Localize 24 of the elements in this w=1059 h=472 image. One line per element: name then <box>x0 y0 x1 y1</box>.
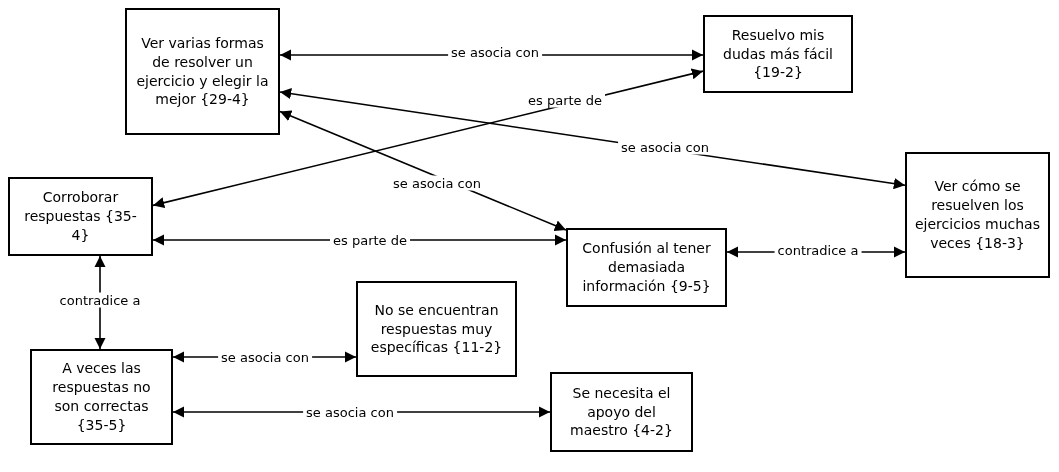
edge-label: es parte de <box>525 92 605 108</box>
concept-box <box>30 349 173 445</box>
concept-box <box>703 15 853 93</box>
edge-label: se asocia con <box>218 349 312 365</box>
concept-text: No se encuentran respuestas muy específicas {11-2} <box>369 300 504 358</box>
concept-box <box>125 8 280 135</box>
concept-text: A veces las respuestas no son correctas {35-5} <box>51 359 152 435</box>
concept-text: Confusión al tener demasiada información {9-5} <box>581 239 712 296</box>
edge-label: se asocia con <box>448 44 542 60</box>
edge-label: contradice a <box>774 242 862 258</box>
edge-label: es parte de <box>330 232 410 248</box>
concept-box <box>550 372 693 452</box>
concept-box <box>905 152 1050 278</box>
concept-text: Resuelvo mis dudas más fácil {19-2} <box>722 25 834 83</box>
concept-box <box>356 281 517 377</box>
arrow <box>152 68 704 209</box>
arrow <box>94 255 106 350</box>
edge-label: se asocia con <box>303 404 397 420</box>
concept-box <box>566 228 727 307</box>
concept-text: Se necesita el apoyo del maestro {4-2} <box>569 383 674 441</box>
concept-text: Ver varias formas de resolver un ejercicio y elegir la mejor {29-4} <box>135 33 270 110</box>
concept-text: Corroborar respuestas {35-4} <box>23 188 138 245</box>
concept-text: Ver cómo se resuelven los ejercicios muchas veces {18-3} <box>914 177 1041 253</box>
concept-box <box>8 177 153 256</box>
